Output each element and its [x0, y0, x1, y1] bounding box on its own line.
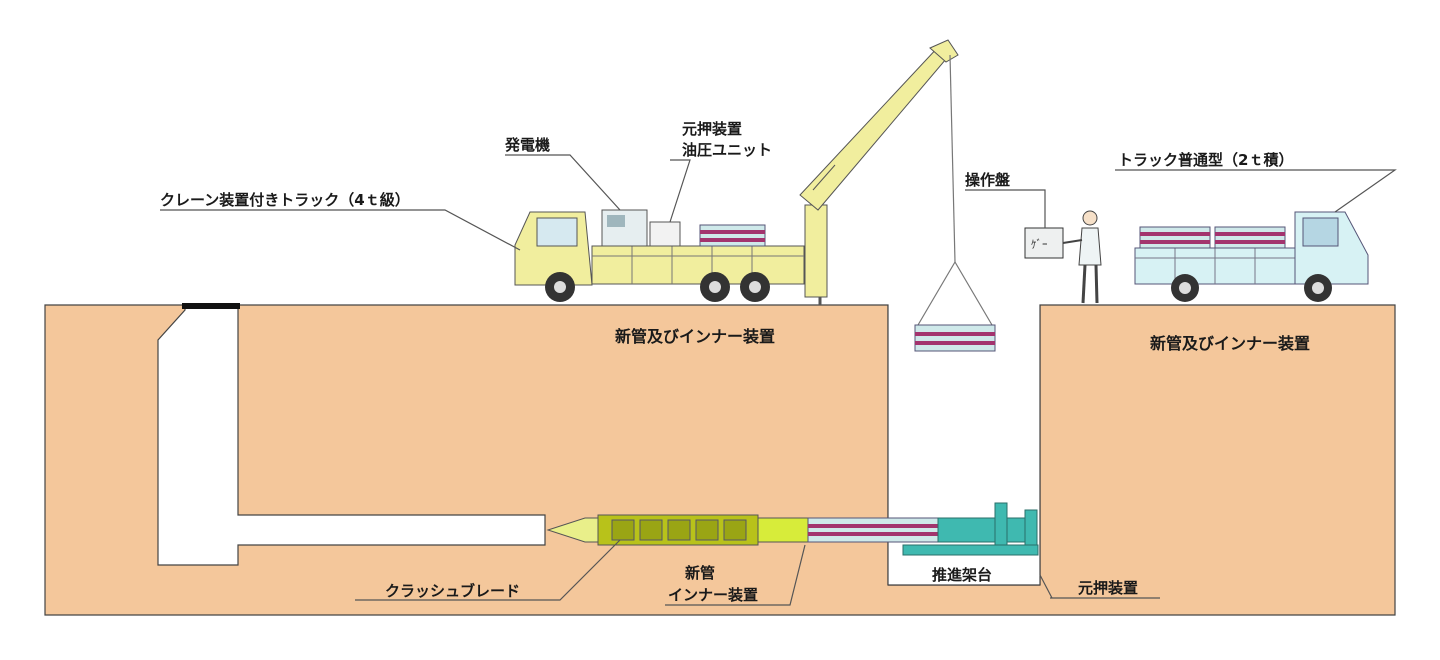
- label-jack-frame: 推進架台: [932, 566, 992, 584]
- left-shaft: [157, 304, 546, 566]
- label-generator: 発電機: [504, 136, 550, 154]
- label-crane-truck: クレーン装置付きトラック（4ｔ級）: [160, 191, 410, 209]
- label-crush-blade: クラッシュブレード: [385, 582, 520, 600]
- svg-text:ｹﾞｰ: ｹﾞｰ: [1031, 238, 1048, 251]
- leader-lines: [160, 154, 1397, 606]
- label-new-pipe-left: 新管及びインナー装置: [615, 327, 775, 346]
- jack-frame-rail: [902, 544, 1039, 556]
- pipe-train: [546, 502, 1039, 556]
- crane-truck-pipe: [699, 224, 766, 247]
- small-truck-pipe-1: [1139, 226, 1211, 249]
- crane-truck: [514, 39, 959, 305]
- pusher-body: [937, 517, 1029, 543]
- hanging-pipe-assembly: [914, 54, 996, 352]
- new-pipe: [807, 517, 939, 543]
- control-panel-box: [1024, 227, 1064, 259]
- crane-column: [804, 204, 828, 298]
- label-small-truck: トラック普通型（2ｔ積）: [1118, 151, 1293, 169]
- crane-boom: [799, 44, 953, 211]
- operator: ｹﾞｰ: [1024, 210, 1102, 304]
- label-new-pipe-bottom-line1: 新管: [685, 564, 715, 582]
- label-new-pipe-right: 新管及びインナー装置: [1150, 334, 1310, 353]
- label-main-pusher: 元押装置: [1078, 579, 1138, 597]
- label-new-pipe-bottom-line2: インナー装置: [668, 586, 758, 604]
- small-truck: [1134, 211, 1369, 302]
- crane-truck-bed: [591, 245, 805, 285]
- hydraulic-unit: [649, 221, 681, 247]
- manhole-cover: [182, 303, 240, 309]
- small-truck-pipe-2: [1214, 226, 1286, 249]
- label-hydraulic-line1: 元押装置: [682, 120, 742, 138]
- label-control-panel: 操作盤: [965, 171, 1011, 189]
- hanging-pipe: [914, 324, 996, 352]
- label-hydraulic-line2: 油圧ユニット: [682, 141, 772, 159]
- inner-device: [757, 517, 809, 543]
